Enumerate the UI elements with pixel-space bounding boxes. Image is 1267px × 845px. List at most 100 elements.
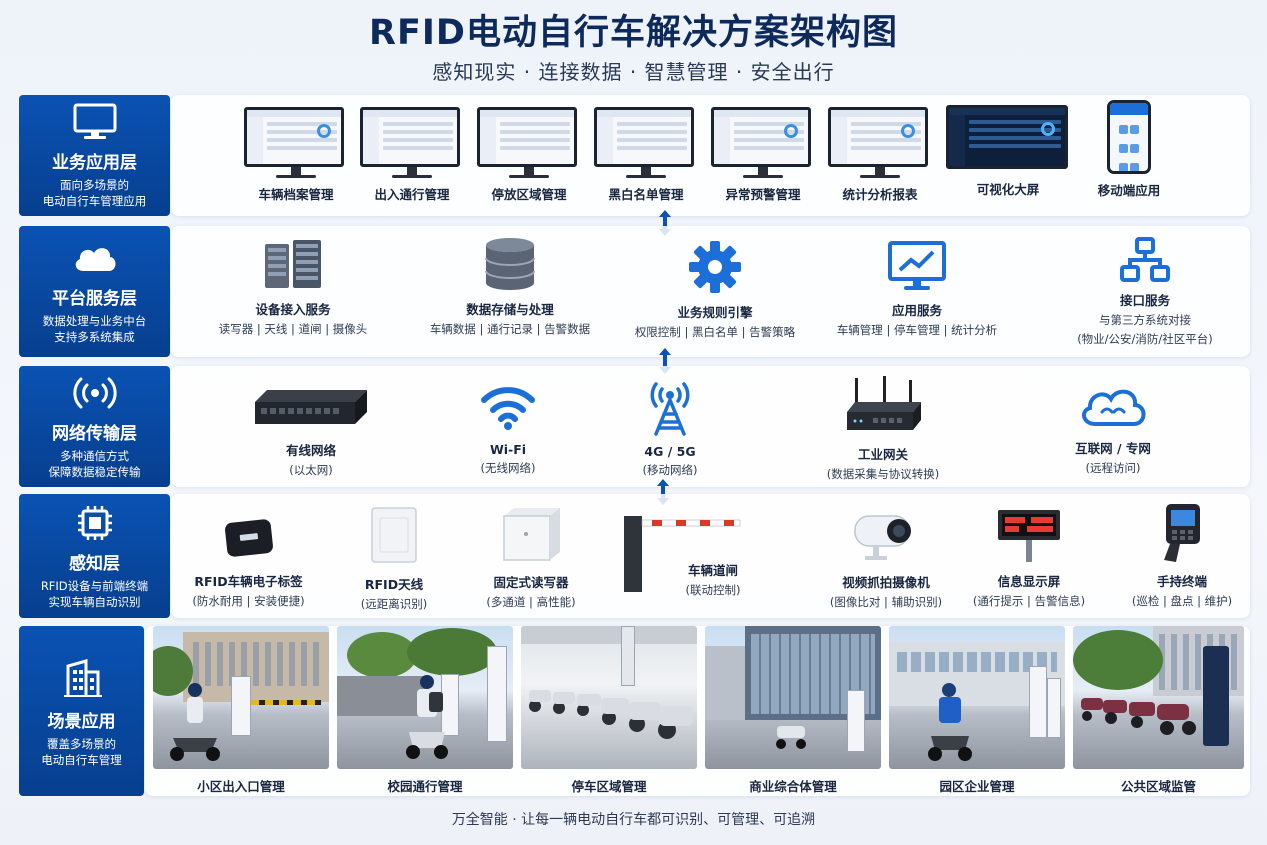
dev-sub: (巡检 | 盘点 | 维护)	[1131, 594, 1233, 608]
scene-campus[interactable]	[337, 626, 513, 769]
net-sub: (数据采集与协议转换)	[826, 467, 940, 481]
layer-network-panel: 有线网络 (以太网) Wi-Fi (无线网络) 4G / 5	[171, 366, 1250, 487]
net-internet[interactable]: 互联网 / 专网 (远程访问)	[1043, 380, 1183, 476]
app-title: 黑白名单管理	[608, 187, 684, 202]
app-mobile[interactable]: 移动端应用	[1093, 100, 1165, 199]
layer-platform-panel: 设备接入服务 读写器 | 天线 | 道闸 | 摄像头 数据存储与处理 车辆数据 …	[171, 226, 1250, 357]
app-big-screen[interactable]: 可视化大屏	[946, 105, 1070, 198]
svc-application[interactable]: 应用服务 车辆管理 | 停车管理 | 统计分析	[817, 240, 1017, 338]
net-wifi[interactable]: Wi-Fi (无线网络)	[443, 382, 573, 476]
dev-handheld[interactable]: 手持终端 (巡检 | 盘点 | 维护)	[1117, 502, 1247, 609]
net-title: 有线网络	[285, 443, 336, 458]
svc-sub: 车辆数据 | 通行记录 | 告警数据	[429, 322, 591, 336]
dev-rfid-antenna[interactable]: RFID天线 (远距离识别)	[339, 506, 449, 612]
gateway-icon	[847, 376, 921, 430]
signal-icon	[72, 377, 117, 409]
scene-label: 公共区域监管	[1120, 779, 1196, 794]
svc-title: 数据存储与处理	[466, 302, 554, 317]
layer-desc-2: 电动自行车管理	[41, 752, 122, 767]
network-nodes-icon	[1120, 237, 1170, 282]
scene-label: 停车区域管理	[571, 779, 647, 794]
dev-sub: (防水耐用 | 安装便捷)	[192, 594, 305, 608]
reader-icon	[503, 508, 560, 561]
display-board-icon	[998, 510, 1060, 562]
svc-sub: 与第三方系统对接	[1099, 313, 1191, 327]
tower-icon	[650, 382, 690, 436]
layer-platform-label: 平台服务层 数据处理与业务中台 支持多系统集成	[19, 226, 170, 357]
app-statistics[interactable]: 统计分析报表	[828, 107, 932, 203]
svc-interface[interactable]: 接口服务 与第三方系统对接 (物业/公安/消防/社区平台)	[1045, 236, 1245, 347]
svc-title: 业务规则引擎	[677, 305, 753, 320]
dev-rfid-tag[interactable]: RFID车辆电子标签 (防水耐用 | 安装便捷)	[181, 518, 316, 609]
net-title: Wi-Fi	[489, 442, 527, 457]
dev-title: 信息显示屏	[997, 574, 1061, 589]
app-access-pass[interactable]: 出入通行管理	[360, 107, 464, 203]
svc-device-access[interactable]: 设备接入服务 读写器 | 天线 | 道闸 | 摄像头	[193, 238, 393, 337]
chip-icon	[77, 505, 112, 540]
app-title: 移动端应用	[1097, 183, 1161, 198]
app-anomaly-alert[interactable]: 异常预警管理	[711, 107, 815, 203]
scene-commercial[interactable]	[705, 626, 881, 769]
handheld-icon	[1164, 504, 1200, 562]
dev-title: 手持终端	[1156, 574, 1207, 589]
camera-icon	[854, 515, 911, 560]
scene-label: 小区出入口管理	[197, 779, 285, 794]
cloud-icon	[75, 248, 116, 271]
app-title: 车辆档案管理	[258, 187, 334, 202]
page-title: RFID电动自行车解决方案架构图	[369, 13, 898, 53]
net-title: 互联网 / 专网	[1075, 441, 1151, 456]
app-title: 异常预警管理	[725, 187, 801, 202]
app-parking-zone[interactable]: 停放区域管理	[477, 107, 581, 203]
layer-name: 场景应用	[47, 711, 116, 732]
app-title: 停放区域管理	[491, 187, 567, 202]
layer-desc-1: 覆盖多场景的	[47, 736, 116, 751]
net-sub: (无线网络)	[480, 461, 536, 475]
svc-sub: 车辆管理 | 停车管理 | 统计分析	[836, 323, 998, 337]
building-icon	[63, 658, 102, 697]
svc-rule-engine[interactable]: 业务规则引擎 权限控制 | 黑白名单 | 告警策略	[615, 240, 815, 340]
scene-label: 商业综合体管理	[749, 779, 837, 794]
app-vehicle-archive[interactable]: 车辆档案管理	[244, 107, 348, 203]
scene-parking[interactable]	[521, 626, 697, 769]
rider-icon	[406, 675, 448, 759]
barrier-gate-icon	[624, 516, 741, 592]
svc-sub: 权限控制 | 黑白名单 | 告警策略	[634, 325, 796, 339]
wifi-icon	[481, 387, 535, 430]
dev-title: 固定式读写器	[493, 575, 569, 590]
net-wired[interactable]: 有线网络 (以太网)	[231, 386, 391, 478]
net-gateway[interactable]: 工业网关 (数据采集与协议转换)	[793, 376, 973, 482]
layer-desc-1: 数据处理与业务中台	[42, 314, 147, 328]
layer-desc-2: 电动自行车管理应用	[42, 194, 147, 208]
scene-label: 校园通行管理	[387, 779, 463, 794]
dev-fixed-reader[interactable]: 固定式读写器 (多通道 | 高性能)	[471, 504, 591, 610]
layer-network-label: 网络传输层 多种通信方式 保障数据稳定传输	[19, 366, 170, 487]
phone-icon	[1107, 100, 1151, 174]
scene-public-area[interactable]	[1073, 626, 1244, 769]
dev-camera[interactable]: 视频抓拍摄像机 (图像比对 | 辅助识别)	[811, 508, 961, 610]
layer-desc-1: 多种通信方式	[60, 449, 129, 463]
layer-network: 网络传输层 多种通信方式 保障数据稳定传输 有线网络 (以太网) Wi-Fi (…	[19, 366, 1250, 487]
dev-title: RFID车辆电子标签	[194, 574, 303, 589]
scene-community-gate[interactable]	[153, 626, 329, 769]
net-title: 工业网关	[857, 447, 908, 462]
svc-title: 设备接入服务	[255, 302, 331, 317]
app-blacklist[interactable]: 黑白名单管理	[594, 107, 698, 203]
layer-business-label: 业务应用层 面向多场景的 电动自行车管理应用	[19, 95, 170, 216]
layer-desc-2: 支持多系统集成	[54, 330, 135, 344]
dev-sub: (多通道 | 高性能)	[486, 595, 576, 609]
layer-name: 平台服务层	[52, 289, 137, 309]
dev-display-board[interactable]: 信息显示屏 (通行提示 | 告警信息)	[959, 506, 1099, 609]
scene-industrial-park[interactable]	[889, 626, 1065, 769]
dev-sub: (通行提示 | 告警信息)	[972, 594, 1086, 608]
dev-title: 车辆道闸	[687, 563, 738, 578]
svc-sub: 读写器 | 天线 | 道闸 | 摄像头	[218, 322, 368, 336]
svc-data-storage[interactable]: 数据存储与处理 车辆数据 | 通行记录 | 告警数据	[405, 236, 615, 337]
page-subtitle: 感知现实 · 连接数据 · 智慧管理 · 安全出行	[432, 60, 835, 84]
scooter-row-icon	[529, 690, 693, 739]
net-sub: (移动网络)	[642, 463, 698, 477]
net-cellular[interactable]: 4G / 5G (移动网络)	[605, 378, 735, 478]
net-sub: (以太网)	[289, 463, 333, 477]
layer-desc-2: 保障数据稳定传输	[48, 465, 141, 479]
layer-scenario: 场景应用 覆盖多场景的 电动自行车管理	[19, 626, 1250, 796]
layer-perception: 感知层 RFID设备与前端终端 实现车辆自动识别 RFID车辆电子标签 (防水耐…	[19, 494, 1250, 618]
